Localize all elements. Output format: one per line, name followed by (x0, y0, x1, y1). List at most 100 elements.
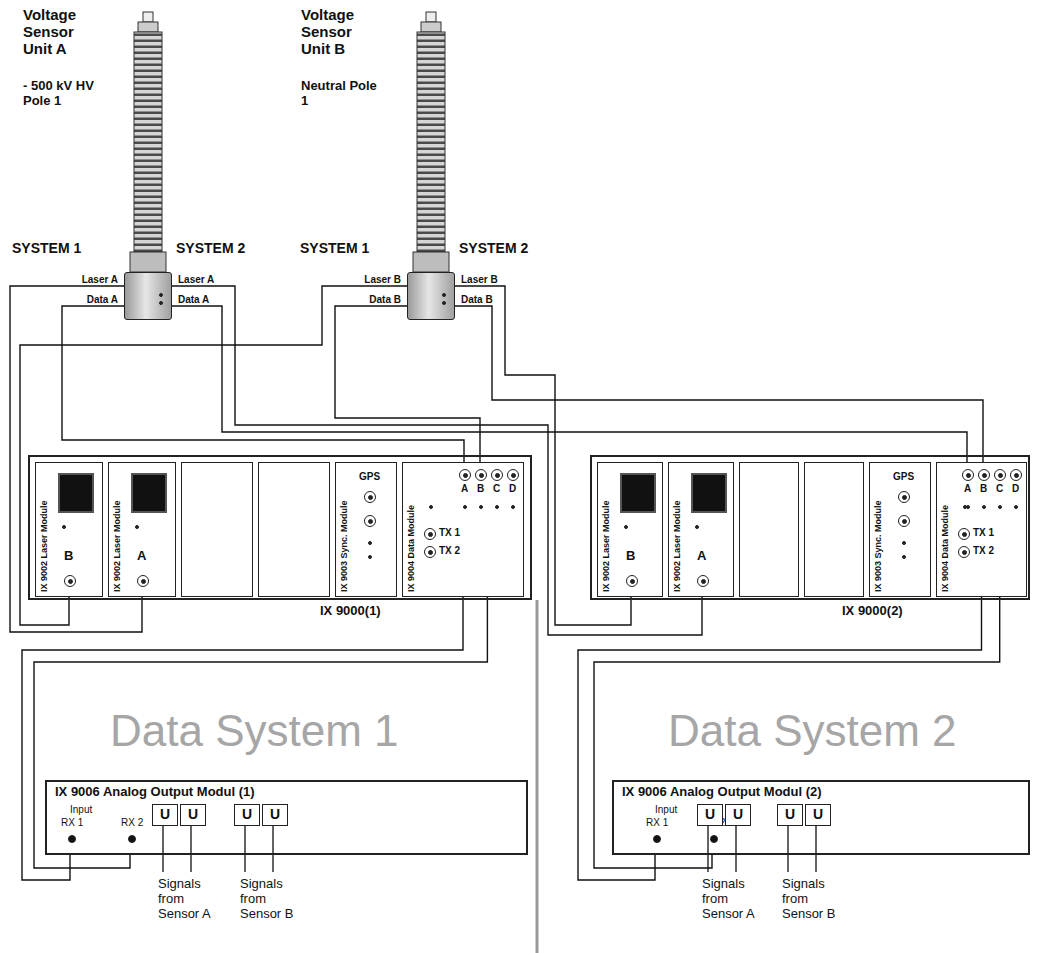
output-channel: U (778, 805, 802, 824)
fiber-port-core (1014, 473, 1019, 478)
input-label: Input (655, 804, 677, 816)
port-letter: C (996, 483, 1003, 495)
leader-line (815, 822, 816, 872)
u-box: U (725, 804, 751, 826)
module-name: IX 9003 Sync. Module (339, 500, 349, 592)
insulator-cap (143, 12, 153, 22)
status-dot (368, 541, 372, 545)
laser-box: IX 9002 Laser ModuleA (108, 462, 176, 597)
module-name: IX 9006 Analog Output Modul (1) (55, 785, 255, 800)
insulator-b (413, 12, 449, 272)
fiber-port-core (902, 519, 907, 524)
status-dot (624, 525, 628, 529)
u-box: U (152, 804, 178, 826)
module-name: IX 9006 Analog Output Modul (2) (622, 785, 822, 800)
status-dot (62, 525, 66, 529)
u-box: U (697, 804, 723, 826)
port-name: RX 1 (646, 817, 668, 829)
rack-box: IX 9000(2)IX 9002 Laser ModuleBIX 9002 L… (590, 455, 1030, 600)
leader-line (735, 822, 736, 872)
rack-box: IX 9000(1)IX 9002 Laser ModuleBIX 9002 L… (28, 455, 532, 600)
u-box: U (180, 804, 206, 826)
input-port (128, 835, 136, 843)
status-dot (442, 301, 446, 305)
output-channel: U (181, 805, 205, 824)
sensor-box: Voltage Sensor Unit BNeutral Pole 1 (407, 272, 455, 320)
port-name: TX 1 (973, 527, 994, 539)
fiber-cable (455, 306, 983, 462)
fiber-cable (172, 306, 967, 462)
leader-line (787, 822, 788, 872)
fiber-port-core (495, 473, 500, 478)
insulator-a (130, 12, 166, 272)
u-box: U (805, 804, 831, 826)
signal-note: Signals from Sensor A (158, 876, 222, 921)
output-channel: U (263, 805, 287, 824)
input-label: Input (70, 804, 92, 816)
laser-display (58, 473, 94, 513)
module-name: IX 9002 Laser Module (112, 500, 122, 592)
fiber-cable (335, 306, 480, 462)
status-dot (368, 555, 372, 559)
fiber-port-core (902, 495, 907, 500)
sensor-rating: - 500 kV HV Pole 1 (23, 78, 99, 108)
status-dot (902, 541, 906, 545)
module-name: IX 9003 Sync. Module (873, 500, 883, 592)
output-channel: U (235, 805, 259, 824)
status-dot (495, 505, 499, 509)
fiber-port-core (962, 532, 967, 537)
fiber-cable (22, 597, 463, 880)
data-box: IX 9004 Data ModuleABCDTX 1TX 2 (936, 462, 1027, 597)
signal-note: Signals from Sensor B (782, 876, 846, 921)
insulator-top (421, 22, 441, 32)
fiber-port-core (368, 495, 373, 500)
insulator-top (138, 22, 158, 32)
status-dot (982, 505, 986, 509)
cable-label: Data B (368, 294, 402, 306)
port-letter: B (626, 549, 635, 564)
analog-box: IX 9006 Analog Output Modul (1)InputRX 1… (45, 780, 528, 855)
laser-display (691, 473, 727, 513)
signal-note: Signals from Sensor B (240, 876, 304, 921)
fiber-port-core (141, 579, 146, 584)
insulator-column (417, 32, 445, 252)
sensor-title: Voltage Sensor Unit B (301, 6, 371, 57)
group-title: Data System 2 (668, 706, 957, 757)
cable-label: Laser B (363, 274, 402, 286)
fiber-cable (172, 286, 702, 635)
fiber-cable (34, 597, 487, 868)
u-box: U (262, 804, 288, 826)
status-dot (511, 505, 515, 509)
fiber-port-core (368, 519, 373, 524)
status-dot (1014, 505, 1018, 509)
status-dot (159, 293, 163, 297)
output-channel: U (698, 805, 722, 824)
fiber-port-core (962, 550, 967, 555)
laser-box: IX 9002 Laser ModuleB (597, 462, 663, 597)
cable-label: Laser A (81, 274, 119, 286)
port-letter: A (137, 549, 146, 564)
leader-line (244, 822, 245, 872)
status-dot (159, 301, 163, 305)
module-name: IX 9002 Laser Module (672, 500, 682, 592)
leader-line (190, 822, 191, 872)
module-name: IX 9004 Data Module (940, 505, 950, 592)
fiber-port-core (630, 579, 635, 584)
rack-name: IX 9000(1) (320, 604, 381, 619)
system-label: SYSTEM 1 (12, 240, 81, 256)
sensor-title: Voltage Sensor Unit A (23, 6, 93, 57)
data-box: IX 9004 Data ModuleABCDTX 1TX 2 (402, 462, 524, 597)
port-letter: C (493, 483, 500, 495)
insulator-collar (413, 252, 449, 272)
fiber-port-core (966, 473, 971, 478)
rack-name: IX 9000(2) (842, 604, 903, 619)
port-letter: D (509, 483, 516, 495)
cable-label: Data B (460, 294, 494, 306)
insulator-cap (426, 12, 436, 22)
fiber-port-core (68, 579, 73, 584)
fiber-port-core (428, 532, 433, 537)
status-dot (902, 555, 906, 559)
port-letter: A (697, 549, 706, 564)
status-dot (463, 505, 467, 509)
